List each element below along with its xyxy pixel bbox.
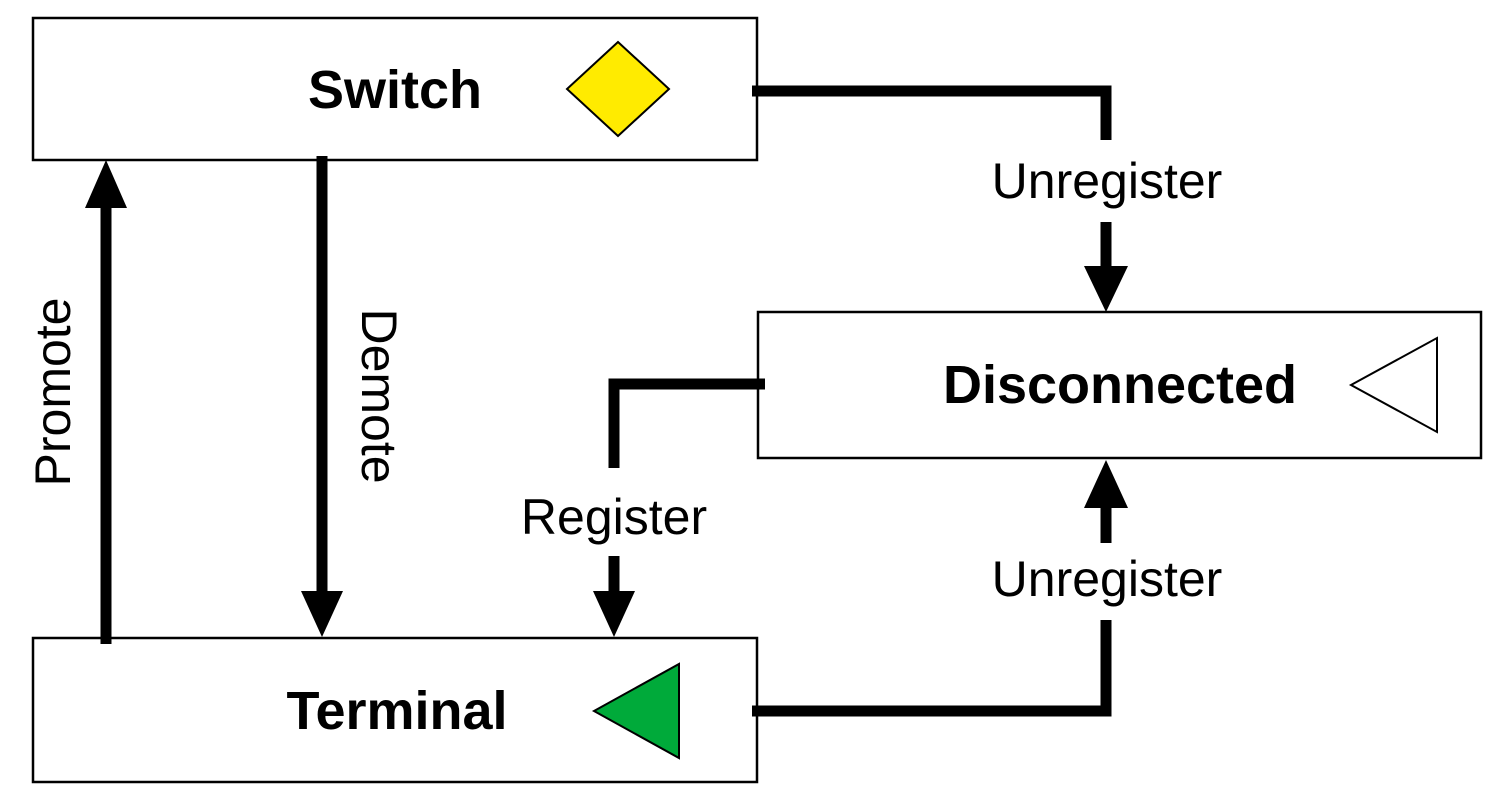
register-label: Register xyxy=(521,489,707,545)
terminal-label: Terminal xyxy=(286,681,507,741)
promote-label: Promote xyxy=(25,298,81,487)
demote-arrowhead-down xyxy=(301,591,343,637)
state-disconnected: Disconnected xyxy=(756,310,1483,460)
hollow-left-triangle-icon xyxy=(1348,336,1438,434)
promote-arrowhead-up xyxy=(85,160,127,208)
unregister-switch-line-top xyxy=(752,85,1112,140)
register-line-top xyxy=(608,378,765,468)
unregister-terminal-arrowhead-up xyxy=(1084,460,1128,508)
transition-promote: Promote xyxy=(25,160,127,644)
demote-label: Demote xyxy=(351,308,407,483)
state-terminal: Terminal xyxy=(31,636,759,784)
unregister-terminal-label: Unregister xyxy=(992,551,1223,607)
switch-label: Switch xyxy=(308,60,482,120)
green-left-triangle-icon xyxy=(591,662,680,760)
transition-unregister-switch: Unregister xyxy=(752,85,1223,312)
state-switch: Switch xyxy=(31,16,759,162)
unregister-terminal-line-bottom xyxy=(752,620,1112,717)
transition-demote: Demote xyxy=(301,156,407,637)
unregister-switch-arrowhead-down xyxy=(1084,266,1128,312)
unregister-switch-label: Unregister xyxy=(992,153,1223,209)
transition-unregister-terminal: Unregister xyxy=(752,460,1223,717)
register-arrowhead-down xyxy=(593,591,635,637)
yellow-diamond-icon xyxy=(565,40,671,138)
transition-register: Register xyxy=(521,378,765,637)
disconnected-label: Disconnected xyxy=(943,355,1297,415)
